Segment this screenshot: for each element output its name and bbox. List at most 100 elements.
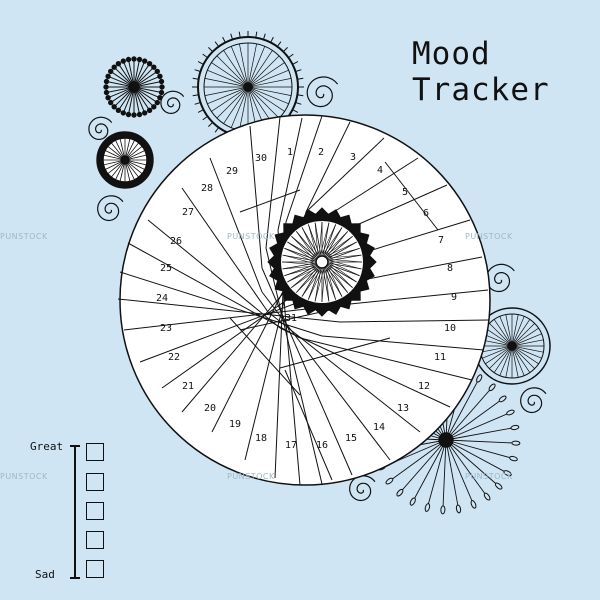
spiky-flower-icon [120,110,127,116]
watermark: PUNSTOCK [465,472,513,481]
segment-divider [181,187,269,313]
dandelion-flower-icon [396,488,404,497]
wheel-flower-right-icon [489,345,513,369]
spiky-flower-icon [128,81,140,93]
mood-checkbox-1[interactable] [86,443,104,461]
day-label: 27 [182,207,194,218]
spiky-flower-icon [136,111,143,118]
spiky-flower-icon [146,61,153,67]
spiral-icon [160,90,185,115]
spiky-flower-icon [120,58,127,64]
spiky-flower-icon [151,64,157,70]
mood-checkbox-3[interactable] [86,502,104,520]
segment-divider [339,319,490,323]
wheel-flower-icon [247,46,266,88]
wheel-flower-icon [230,46,249,88]
wheel-flower-icon [216,86,249,119]
day-label: 29 [226,166,238,177]
wheel-flower-right-icon [511,345,531,373]
day-label: 15 [345,433,357,444]
segment-divider [284,369,333,481]
dandelion-flower-icon [424,503,431,512]
black-ring-flower-icon [120,155,130,165]
segment-divider [117,298,341,323]
dandelion-flower-icon [494,482,503,490]
wheel-flower-right-icon [511,323,535,347]
day-label: 17 [285,440,297,451]
segment-divider [299,337,473,381]
mood-checkbox-4[interactable] [86,531,104,549]
spiky-flower-icon [115,61,122,67]
scale-cap-top [70,445,80,447]
spiky-flower-icon [115,107,122,114]
spiky-flower-icon [151,104,157,110]
wheel-flower-icon [297,77,304,80]
wheel-flower-right-icon [511,316,525,347]
day-label: 3 [350,152,356,163]
day-label: 4 [377,165,383,176]
wheel-flower-icon [247,69,289,88]
segment-divider [261,267,353,476]
wheel-flower-icon [243,82,253,92]
day-label: 2 [318,147,324,158]
wheel-flower-icon [247,78,292,88]
wheel-flower-icon [204,78,249,88]
segment-divider [265,116,281,249]
dandelion-flower-icon [483,492,491,501]
day-label: 31 [285,313,297,324]
segment-divider [239,309,331,331]
wheel-flower-right-icon [480,345,513,353]
spiral-icon [485,263,515,293]
dandelion-flower-icon [438,432,454,448]
wheel-flower-right-icon [511,345,525,376]
spiky-flower-icon [146,107,153,114]
scale-cap-bottom [70,577,80,579]
day-label: 1 [287,147,293,158]
scale-bottom-label: Sad [35,568,55,581]
segment-divider [239,189,301,213]
segment-divider [209,157,263,293]
mood-checkbox-2[interactable] [86,473,104,491]
wheel-flower-icon [239,86,249,131]
wheel-flower-right-icon [507,341,517,351]
spiky-flower-icon [141,110,148,116]
wheel-flower-icon [295,102,302,105]
wheel-flower-right-icon [485,327,513,347]
dandelion-flower-icon [488,383,496,392]
day-label: 16 [316,440,328,451]
wheel-flower-icon [208,122,213,127]
segment-divider [229,317,301,396]
wheel-flower-right-icon [511,327,539,347]
segment-divider [305,137,385,213]
wheel-flower-icon [216,55,249,88]
title-line-2: Tracker [412,72,550,108]
wheel-flower-icon [214,41,220,47]
dandelion-flower-icon [445,378,480,441]
wheel-flower-icon [270,36,274,43]
wheel-flower-right-icon [511,345,544,353]
wheel-flower-right-icon [511,345,539,365]
center-flower-icon [267,207,377,317]
day-label: 24 [156,293,168,304]
dandelion-flower-icon [445,439,488,497]
segment-divider [279,337,391,369]
mood-checkbox-5[interactable] [86,560,104,578]
wheel-flower-icon [276,41,282,47]
wheel-flower-icon [214,127,220,133]
wheel-flower-right-icon [489,323,513,347]
wheel-flower-icon [292,61,299,65]
dandelion-flower-icon [445,398,503,441]
spiky-flower-icon [154,68,161,75]
wheel-flower-right-icon [482,333,513,347]
wheel-flower-icon [207,69,249,88]
spiky-flower-icon [125,56,132,63]
dandelion-flower-icon [511,440,521,446]
day-label: 12 [418,381,430,392]
dandelion-flower-icon [412,439,447,502]
dandelion-flower-icon [445,412,511,441]
wheel-flower-right-icon [505,314,513,347]
wheel-flower-icon [247,86,280,119]
spiky-flower-icon [111,64,117,70]
wheel-flower-icon [263,33,266,40]
